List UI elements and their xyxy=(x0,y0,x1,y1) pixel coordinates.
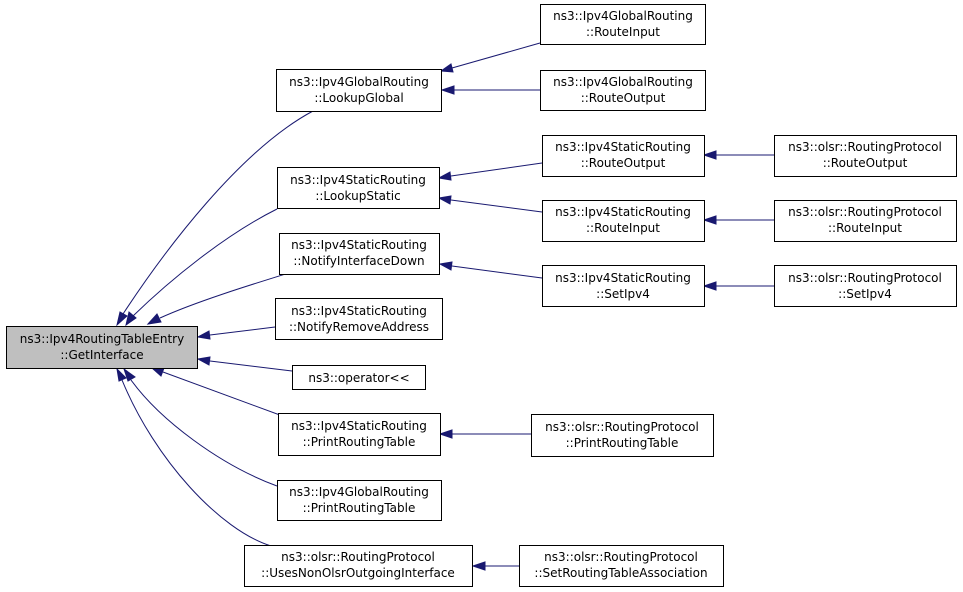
node-label-line2: ::RouteInput xyxy=(586,221,660,235)
arrowhead xyxy=(116,367,127,382)
node-static-printroutingtable[interactable]: ns3::Ipv4StaticRouting ::PrintRoutingTab… xyxy=(278,413,441,456)
node-olsr-printroutingtable[interactable]: ns3::olsr::RoutingProtocol ::PrintRoutin… xyxy=(531,414,714,457)
node-label-line1: ns3::operator<< xyxy=(308,371,409,385)
node-label-line2: ::UsesNonOlsrOutgoingInterface xyxy=(261,566,455,580)
node-static-setipv4[interactable]: ns3::Ipv4StaticRouting ::SetIpv4 xyxy=(542,265,705,307)
node-label-line1: ns3::olsr::RoutingProtocol xyxy=(281,550,435,564)
node-label-line2: ::RouteOutput xyxy=(581,156,666,170)
edge-notifyremoveaddress-to-root xyxy=(209,326,276,336)
node-olsr-routeinput[interactable]: ns3::olsr::RoutingProtocol ::RouteInput xyxy=(774,200,957,242)
edge-staticrouteoutput-to-lookupstatic xyxy=(450,162,543,177)
node-label-line1: ns3::Ipv4GlobalRouting xyxy=(289,485,429,499)
node-operator[interactable]: ns3::operator<< xyxy=(292,365,426,390)
node-label-line2: ::RouteOutput xyxy=(581,91,666,105)
edge-staticsetipv4-to-notifyinterfacedown xyxy=(451,265,543,279)
node-notifyinterfacedown[interactable]: ns3::Ipv4StaticRouting ::NotifyInterface… xyxy=(279,233,440,275)
node-global-routeoutput[interactable]: ns3::Ipv4GlobalRouting ::RouteOutput xyxy=(540,70,706,111)
node-label-line2: ::PrintRoutingTable xyxy=(303,501,416,515)
edge-staticrouteinput-to-lookupstatic xyxy=(450,199,543,213)
node-label-line1: ns3::Ipv4StaticRouting xyxy=(291,304,427,318)
node-lookupglobal[interactable]: ns3::Ipv4GlobalRouting ::LookupGlobal xyxy=(276,69,442,112)
node-label-line2: ::NotifyInterfaceDown xyxy=(293,254,424,268)
node-label-line2: ::RouteInput xyxy=(586,25,660,39)
arrowhead xyxy=(196,330,211,340)
node-label-line2: ::PrintRoutingTable xyxy=(303,435,416,449)
node-label-line1: ns3::Ipv4StaticRouting xyxy=(555,271,691,285)
node-label-line1: ns3::olsr::RoutingProtocol xyxy=(544,550,698,564)
node-label-line1: ns3::Ipv4StaticRouting xyxy=(290,173,426,187)
node-label-line1: ns3::Ipv4StaticRouting xyxy=(555,205,691,219)
node-global-routeinput[interactable]: ns3::Ipv4GlobalRouting ::RouteInput xyxy=(540,4,706,45)
arrowhead xyxy=(702,150,717,160)
node-static-routeinput[interactable]: ns3::Ipv4StaticRouting ::RouteInput xyxy=(542,200,705,242)
edge-staticprintroutingtable-to-root xyxy=(162,371,289,419)
arrowhead xyxy=(438,429,453,439)
node-label-line1: ns3::Ipv4StaticRouting xyxy=(291,419,427,433)
node-label-line2: ::NotifyRemoveAddress xyxy=(289,320,429,334)
arrowhead xyxy=(437,195,452,205)
node-label-line1: ns3::Ipv4GlobalRouting xyxy=(553,75,693,89)
node-usesnonolsroutgoinginterface[interactable]: ns3::olsr::RoutingProtocol ::UsesNonOlsr… xyxy=(244,545,473,587)
node-label-line1: ns3::olsr::RoutingProtocol xyxy=(545,420,699,434)
arrowhead xyxy=(702,281,717,291)
arrowhead xyxy=(438,261,453,271)
node-label-line2: ::SetIpv4 xyxy=(596,287,650,301)
edge-operator-to-root xyxy=(209,360,293,372)
edge-globalrouteinput-to-lookupglobal xyxy=(451,42,541,69)
edges xyxy=(116,42,774,571)
arrowhead xyxy=(146,313,162,325)
node-label-line1: ns3::Ipv4StaticRouting xyxy=(291,238,427,252)
node-label-line1: ns3::olsr::RoutingProtocol xyxy=(788,205,942,219)
arrowhead xyxy=(150,367,165,377)
edge-usesnonolsr-to-root xyxy=(121,379,272,547)
node-label-line2: ::RouteInput xyxy=(828,221,902,235)
arrowhead xyxy=(125,311,137,327)
node-label-line2: ::SetIpv4 xyxy=(838,287,892,301)
arrowhead xyxy=(471,561,486,571)
edge-lookupglobal-to-root xyxy=(122,110,314,315)
edge-notifyinterfacedown-to-root xyxy=(159,271,293,319)
arrowhead xyxy=(440,85,455,95)
node-label-line1: ns3::Ipv4RoutingTableEntry xyxy=(20,332,184,346)
edge-lookupstatic-to-root xyxy=(132,208,278,317)
edge-globalprintroutingtable-to-root xyxy=(130,379,278,487)
node-label-line2: ::LookupStatic xyxy=(315,189,400,203)
arrowhead xyxy=(702,215,717,225)
node-olsr-setipv4[interactable]: ns3::olsr::RoutingProtocol ::SetIpv4 xyxy=(774,265,957,307)
node-label-line1: ns3::Ipv4GlobalRouting xyxy=(553,9,693,23)
arrowhead xyxy=(439,63,454,73)
node-label-line1: ns3::Ipv4StaticRouting xyxy=(555,140,691,154)
node-lookupstatic[interactable]: ns3::Ipv4StaticRouting ::LookupStatic xyxy=(277,167,440,209)
node-label-line1: ns3::Ipv4GlobalRouting xyxy=(289,75,429,89)
node-label-line1: ns3::olsr::RoutingProtocol xyxy=(788,140,942,154)
node-label-line1: ns3::olsr::RoutingProtocol xyxy=(788,271,942,285)
node-global-printroutingtable[interactable]: ns3::Ipv4GlobalRouting ::PrintRoutingTab… xyxy=(277,480,442,521)
nodes: ns3::Ipv4RoutingTableEntry ::GetInterfac… xyxy=(6,4,957,587)
node-label-line2: ::GetInterface xyxy=(60,348,143,362)
node-notifyremoveaddress[interactable]: ns3::Ipv4StaticRouting ::NotifyRemoveAdd… xyxy=(275,298,443,340)
node-label-line2: ::RouteOutput xyxy=(823,156,908,170)
arrowhead xyxy=(116,311,128,327)
node-setroutingtableassociation[interactable]: ns3::olsr::RoutingProtocol ::SetRoutingT… xyxy=(519,545,724,587)
node-label-line2: ::LookupGlobal xyxy=(314,91,403,105)
arrowhead xyxy=(196,356,211,366)
arrowhead xyxy=(437,171,452,181)
node-label-line2: ::PrintRoutingTable xyxy=(566,436,679,450)
node-root-getinterface[interactable]: ns3::Ipv4RoutingTableEntry ::GetInterfac… xyxy=(6,326,198,369)
arrowhead xyxy=(123,367,136,382)
node-olsr-routeoutput[interactable]: ns3::olsr::RoutingProtocol ::RouteOutput xyxy=(774,135,957,177)
node-label-line2: ::SetRoutingTableAssociation xyxy=(534,566,707,580)
node-static-routeoutput[interactable]: ns3::Ipv4StaticRouting ::RouteOutput xyxy=(542,135,705,177)
